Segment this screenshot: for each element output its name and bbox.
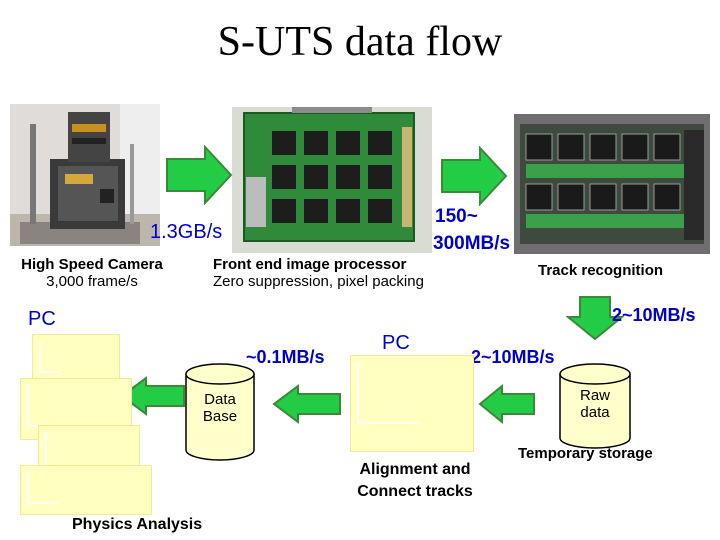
rate-track-to-raw: 2~10MB/s <box>612 305 696 325</box>
frontend-board-photo <box>232 107 432 253</box>
rate-raw-to-align: 2~10MB/s <box>471 347 555 367</box>
pc-center <box>350 355 474 452</box>
frontend-label-sub: Zero suppression, pixel packing <box>213 273 424 290</box>
database-label-1: Data <box>204 391 236 408</box>
rate-frontend-to-track-1: 150~ <box>435 206 478 227</box>
raw-data-label-1: Raw <box>579 387 610 404</box>
arrow-raw-to-align <box>478 384 535 424</box>
pc-center-label: PC <box>382 332 410 354</box>
align-label: Alignment and Connect tracks <box>340 461 490 501</box>
pc-left-label: PC <box>28 308 56 330</box>
pc-stack-left <box>20 330 180 515</box>
arrow-database-to-pc <box>120 376 185 416</box>
align-label-2: Connect tracks <box>357 483 473 500</box>
frontend-label: Front end image processor Zero suppressi… <box>213 256 424 290</box>
temp-storage-label: Temporary storage <box>518 445 653 462</box>
database-label: Data Base <box>184 391 256 425</box>
track-label: Track recognition <box>538 262 664 279</box>
rate-frontend-to-track-2: 300MB/s <box>433 233 511 254</box>
camera-label: High Speed Camera 3,000 frame/s <box>2 256 182 290</box>
database-label-2: Base <box>202 408 238 425</box>
camera-label-title: High Speed Camera <box>21 256 163 273</box>
pc-unit-4 <box>20 465 152 515</box>
arrow-align-to-database <box>272 384 341 424</box>
camera-photo <box>10 104 160 246</box>
arrow-track-to-raw <box>566 296 624 341</box>
align-label-1: Alignment and <box>359 461 471 478</box>
arrow-frontend-to-track <box>441 146 508 206</box>
rate-camera-to-frontend: 1.3GB/s <box>150 221 223 243</box>
rate-align-to-database: ~0.1MB/s <box>246 347 325 367</box>
camera-label-rate: 3,000 frame/s <box>46 273 138 290</box>
raw-data-label: Raw data <box>558 387 632 421</box>
frontend-label-title: Front end image processor <box>213 256 407 273</box>
arrow-camera-to-frontend <box>166 145 233 205</box>
pc-unit-1 <box>32 334 120 386</box>
physics-label: Physics Analysis <box>72 516 203 533</box>
track-crate-photo <box>514 114 710 254</box>
page-title: S-UTS data flow <box>217 19 503 65</box>
raw-data-label-2: data <box>580 404 610 421</box>
database-cylinder <box>185 363 255 461</box>
raw-data-cylinder <box>559 363 631 449</box>
